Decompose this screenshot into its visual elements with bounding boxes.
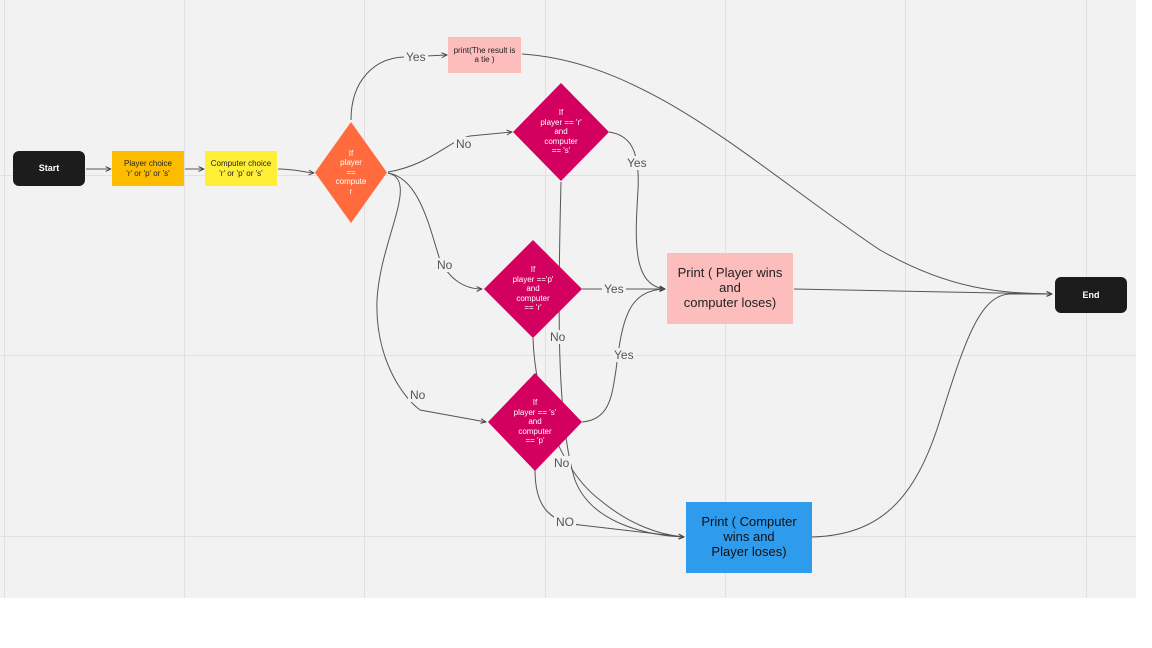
edge-label-pr-no: No bbox=[552, 456, 572, 470]
edge-label-rs-no: No bbox=[548, 330, 568, 344]
grid-line bbox=[0, 355, 1136, 356]
grid-line bbox=[184, 0, 185, 598]
tie-check-label: If player == compute r bbox=[335, 148, 367, 196]
edge-label-tie-no-pr: No bbox=[435, 258, 455, 272]
edge-rs-yes bbox=[608, 131, 665, 289]
check-p-r-label: If player =='p' and computer == 'r' bbox=[512, 265, 554, 313]
start-node[interactable]: Start bbox=[13, 151, 85, 186]
check-r-s-label: If player == 'r' and computer == 's' bbox=[540, 108, 582, 156]
grid-line bbox=[4, 0, 5, 598]
edge-computer-wins-to-end bbox=[811, 294, 1052, 538]
canvas-board[interactable]: Start Player choice 'r' or 'p' or 's' Co… bbox=[0, 0, 1136, 598]
grid-line bbox=[0, 536, 1136, 537]
edge-label-pr-yes: Yes bbox=[602, 282, 626, 296]
edge-tie-no-to-rs bbox=[387, 132, 512, 173]
grid-line bbox=[364, 0, 365, 598]
edge-tie-no-to-pr bbox=[387, 172, 482, 289]
grid-line bbox=[0, 175, 1136, 176]
check-r-s-decision[interactable]: If player == 'r' and computer == 's' bbox=[513, 83, 609, 181]
computer-wins-label: Print ( Computer wins and Player loses) bbox=[701, 514, 797, 559]
edge-tie-no-to-sp bbox=[376, 172, 486, 422]
diamond-shape bbox=[315, 122, 387, 223]
tie-check-decision[interactable]: If player == compute r bbox=[315, 122, 387, 223]
edge-label-tie-no-sp: No bbox=[408, 388, 428, 402]
edge-label-sp-no: NO bbox=[554, 515, 576, 529]
computer-choice-label: Computer choice 'r' or 'p' or 's' bbox=[210, 159, 272, 178]
edge-label-rs-yes: Yes bbox=[625, 156, 649, 170]
edge-sp-yes bbox=[581, 289, 665, 423]
player-wins-label: Print ( Player wins and computer loses) bbox=[677, 265, 783, 310]
computer-wins-node[interactable]: Print ( Computer wins and Player loses) bbox=[686, 502, 812, 573]
end-label: End bbox=[1082, 289, 1100, 300]
player-wins-node[interactable]: Print ( Player wins and computer loses) bbox=[667, 253, 793, 324]
edge-label-sp-yes: Yes bbox=[612, 348, 636, 362]
start-label: Start bbox=[38, 163, 60, 174]
check-s-p-decision[interactable]: If player == 's' and computer == 'p' bbox=[488, 373, 582, 471]
check-p-r-decision[interactable]: If player =='p' and computer == 'r' bbox=[484, 240, 582, 338]
tie-print-label: print(The result is a tie ) bbox=[453, 45, 516, 64]
player-choice-node[interactable]: Player choice 'r' or 'p' or 's' bbox=[112, 151, 184, 186]
check-s-p-label: If player == 's' and computer == 'p' bbox=[513, 398, 557, 446]
end-node[interactable]: End bbox=[1055, 277, 1127, 313]
edge-player-wins-to-end bbox=[793, 288, 1052, 294]
edge-sp-no bbox=[534, 469, 684, 537]
player-choice-label: Player choice 'r' or 'p' or 's' bbox=[123, 159, 173, 178]
edge-tie-yes bbox=[350, 55, 447, 121]
tie-print-node[interactable]: print(The result is a tie ) bbox=[448, 37, 521, 73]
diamond-shape bbox=[488, 373, 582, 471]
edge-tie-print-to-end bbox=[521, 53, 1052, 294]
edge-label-tie-yes: Yes bbox=[404, 50, 428, 64]
edge-label-tie-no-rs: No bbox=[454, 137, 474, 151]
diamond-shape bbox=[484, 240, 582, 338]
diamond-shape bbox=[513, 83, 609, 181]
computer-choice-node[interactable]: Computer choice 'r' or 'p' or 's' bbox=[205, 151, 277, 186]
grid-line bbox=[905, 0, 906, 598]
edge-computer-choice-to-tie-check bbox=[277, 168, 314, 173]
